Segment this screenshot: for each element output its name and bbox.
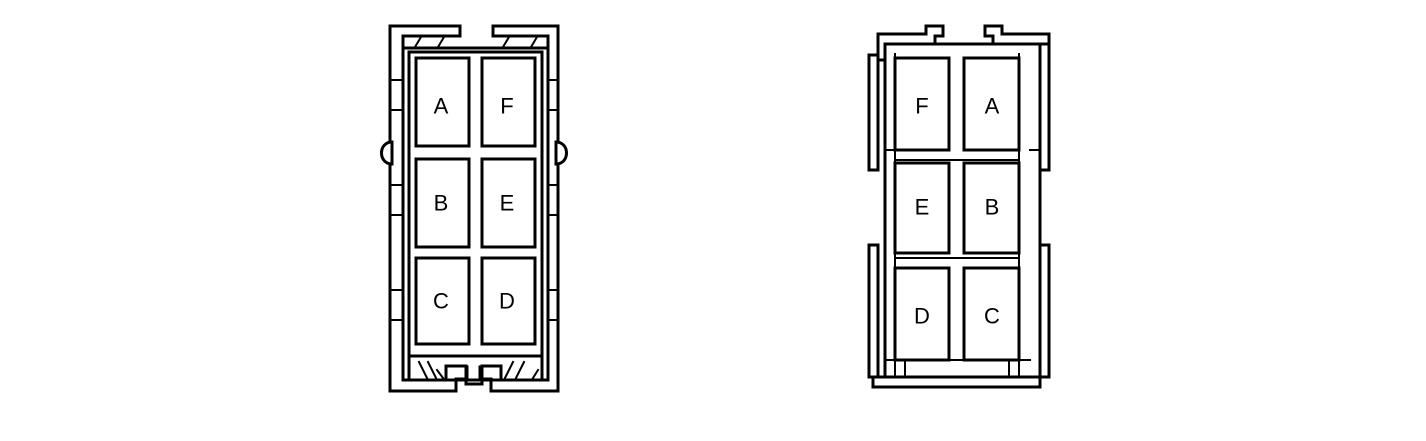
left-cavity-4 <box>480 157 537 249</box>
left-pin-label: E <box>500 191 515 216</box>
right-connector-top-tabs <box>924 24 1004 46</box>
right-pin-label: C <box>984 304 1000 329</box>
right-cavity-2 <box>962 56 1021 152</box>
left-connector: A F B E C D <box>380 24 568 393</box>
right-pin-label: D <box>914 304 930 329</box>
left-connector-cavity-frame <box>407 50 544 358</box>
right-connector-top-flange <box>876 32 1051 46</box>
left-cavity-2 <box>480 56 537 148</box>
left-cavity-6 <box>480 256 537 346</box>
left-cavity-3 <box>414 157 471 249</box>
left-connector-side-ticks <box>389 79 559 321</box>
right-connector-upper-left-latch <box>867 42 887 172</box>
right-cavity-1 <box>893 56 951 152</box>
right-connector-lower-right-latch <box>1038 243 1051 379</box>
left-connector-bottom-latch <box>444 364 503 386</box>
right-cavity-5 <box>893 266 951 362</box>
right-pin-label: F <box>915 94 928 119</box>
left-connector-bottom-hatch <box>417 360 540 380</box>
left-cavity-1 <box>414 56 471 148</box>
right-connector: F A E B D C <box>867 24 1051 389</box>
left-connector-bottom-channel <box>401 354 550 382</box>
right-connector-base <box>871 375 1042 389</box>
left-connector-left-ear <box>380 140 394 166</box>
right-pin-label: E <box>915 195 930 220</box>
left-connector-right-ear <box>554 140 568 166</box>
left-pin-label: C <box>433 289 449 314</box>
left-connector-top-ledge <box>401 24 550 50</box>
left-pin-label: B <box>434 191 449 216</box>
right-cavity-6 <box>962 266 1021 362</box>
right-connector-upper-right-latch <box>1038 42 1051 172</box>
right-cavity-4 <box>962 161 1021 255</box>
right-connector-lower-left-latch <box>867 243 880 379</box>
left-cavity-5 <box>414 256 471 346</box>
left-pin-label: F <box>500 94 513 119</box>
right-pin-label: B <box>985 195 1000 220</box>
right-cavity-3 <box>893 161 951 255</box>
left-pin-label: D <box>499 289 515 314</box>
left-connector-top-hatch <box>413 35 539 49</box>
right-pin-label: A <box>985 94 1000 119</box>
right-connector-dividers <box>894 159 1020 259</box>
left-pin-label: A <box>434 94 449 119</box>
